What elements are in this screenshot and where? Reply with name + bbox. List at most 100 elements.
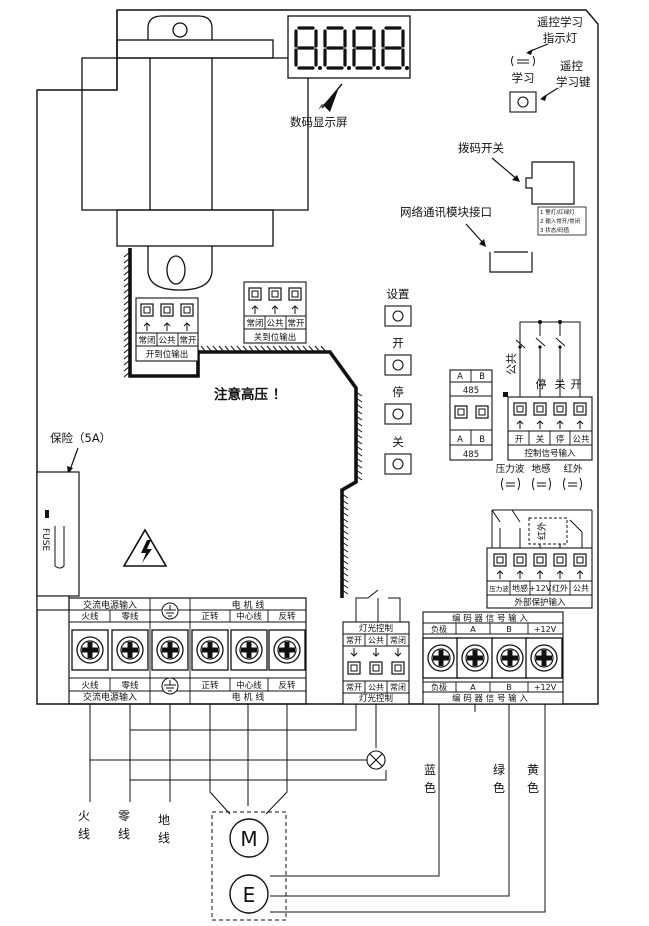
svg-text:反转: 反转 (278, 680, 296, 691)
network-pointer (465, 223, 485, 245)
svg-text:零线: 零线 (121, 680, 139, 691)
light-title-bottom: 灯光控制 (359, 693, 393, 704)
dip-switch[interactable] (525, 161, 575, 205)
svg-text:常开: 常开 (287, 318, 305, 329)
svg-text:负极: 负极 (431, 682, 447, 692)
network-connector[interactable] (489, 251, 533, 273)
ac-input-title-bottom: 交流电源输入 (83, 691, 137, 703)
svg-text:公共: 公共 (368, 636, 384, 645)
wire-label-live: 火线 (78, 809, 90, 841)
svg-text:火线: 火线 (81, 680, 99, 691)
svg-text:+12V: +12V (534, 683, 557, 692)
digit-dot (347, 66, 351, 70)
control-switch-network (515, 321, 581, 398)
switch-label-common: 公共 (505, 353, 518, 375)
svg-text:M: M (240, 827, 257, 851)
svg-text:常开: 常开 (346, 683, 362, 692)
fuse-text: FUSE (40, 528, 50, 551)
svg-text:压力波: 压力波 (489, 584, 509, 593)
switch-label-open: 开 (571, 378, 582, 391)
motor-line-title-bottom: 电 机 线 (232, 691, 265, 703)
close-limit-output: 常闭 公共 常开 关到位输出 (243, 281, 307, 344)
stop-button[interactable] (384, 403, 412, 425)
fuse-holder[interactable]: FUSE (36, 471, 80, 611)
network-arrowhead (479, 239, 486, 247)
wire-label-ground: 地线 (158, 813, 170, 845)
learn-button[interactable] (509, 91, 537, 113)
external-protection-title: 外部保护输入 (514, 597, 566, 608)
svg-text:A: A (457, 435, 463, 445)
svg-text:+12V: +12V (534, 625, 557, 634)
light-control-terminal: 灯光控制 常开 公共 常闭 常开 公共 常闭 灯光控制 (342, 621, 410, 705)
svg-text:常闭: 常闭 (390, 636, 406, 645)
svg-text:负极: 负极 (431, 624, 447, 634)
rs485-label-top: 485 (463, 386, 479, 396)
digit-dot (318, 66, 322, 70)
open-limit-title: 开到位输出 (146, 349, 189, 360)
encoder-title-top: 编 码 器 信 号 输 入 (452, 613, 528, 624)
close-button[interactable] (384, 453, 412, 475)
dip-pointer (491, 157, 519, 181)
open-button[interactable] (384, 354, 412, 376)
wire-label-yellow: 黄色 (527, 763, 539, 795)
sensor-label-ir: 红外 (563, 463, 583, 475)
high-voltage-warning: 注意高压 ！ (214, 386, 286, 403)
control-junction-dots (503, 320, 562, 397)
svg-text:常闭: 常闭 (246, 318, 263, 329)
close-limit-title: 关到位输出 (254, 332, 297, 343)
svg-text:公共: 公共 (573, 584, 589, 593)
control-title: 控制信号输入 (524, 448, 576, 459)
transformer (81, 15, 309, 291)
svg-text:A: A (470, 683, 476, 692)
svg-text:停: 停 (556, 434, 565, 445)
digit-dot (405, 66, 409, 70)
wire-label-neutral: 零线 (118, 809, 130, 841)
power-terminal-block: 交流电源输入 火线 零线 电 机 线 正转 中心线 反转 火线 零线 正转 中心… (68, 597, 307, 705)
svg-text:B: B (506, 683, 512, 692)
ground-symbol-icon (161, 602, 179, 695)
digit-display (287, 15, 411, 79)
set-label: 设置 (387, 287, 410, 301)
fuse-label: 保险（5A） (50, 431, 111, 445)
svg-text:零线: 零线 (121, 611, 139, 622)
svg-text:中心线: 中心线 (236, 611, 262, 622)
encoder-icon: E (229, 874, 269, 914)
remote-key-title: 遥控学习键 (556, 59, 591, 89)
svg-text:公共: 公共 (158, 336, 176, 346)
learning-label: 学习 (512, 71, 535, 85)
motor-line-title-top: 电 机 线 (232, 599, 265, 611)
motor-enclosure (211, 811, 287, 921)
svg-text:2 输入常开/常闭: 2 输入常开/常闭 (540, 217, 580, 225)
svg-text:常开: 常开 (179, 335, 197, 346)
svg-text:红外: 红外 (536, 522, 548, 540)
key-arrowhead (540, 95, 547, 101)
digit-dot (376, 66, 380, 70)
motor-icon: M (229, 818, 269, 858)
sensor-label-ground: 地感 (531, 463, 551, 475)
svg-text:1 警灯/红绿灯: 1 警灯/红绿灯 (540, 208, 575, 216)
light-title-top: 灯光控制 (359, 623, 393, 634)
open-limit-output: 常闭 公共 常开 开到位输出 (135, 297, 199, 362)
switch-label-close: 关 (555, 377, 566, 391)
control-signal-input: 开 关 停 公共 控制信号输入 (507, 396, 593, 461)
svg-text:常闭: 常闭 (138, 335, 155, 346)
display-pointer (321, 83, 343, 109)
encoder-title-bottom: 编 码 器 信 号 输 入 (452, 693, 528, 704)
fuse-pointer (69, 447, 79, 471)
svg-text:开: 开 (515, 435, 524, 445)
external-wiring (89, 704, 546, 913)
remote-indicator-title: 遥控学习指示灯 (537, 15, 583, 45)
set-button[interactable] (384, 305, 412, 327)
svg-text:反转: 反转 (278, 611, 296, 622)
rs485-port[interactable]: A B 485 A B 485 (449, 369, 493, 461)
rs485-label-bottom: 485 (463, 450, 479, 460)
svg-text:火线: 火线 (81, 611, 99, 622)
light-relay (355, 589, 401, 622)
svg-text:地感: 地感 (512, 583, 528, 593)
wire-label-blue: 蓝色 (424, 763, 436, 795)
dip-legend: 1 警灯/红绿灯 2 输入常开/常闭 3 状态/码值 (537, 206, 587, 236)
switch-label-stop: 停 (536, 377, 547, 391)
svg-text:B: B (479, 435, 485, 445)
svg-text:B: B (479, 372, 485, 382)
indicator-arrowhead (526, 49, 533, 55)
